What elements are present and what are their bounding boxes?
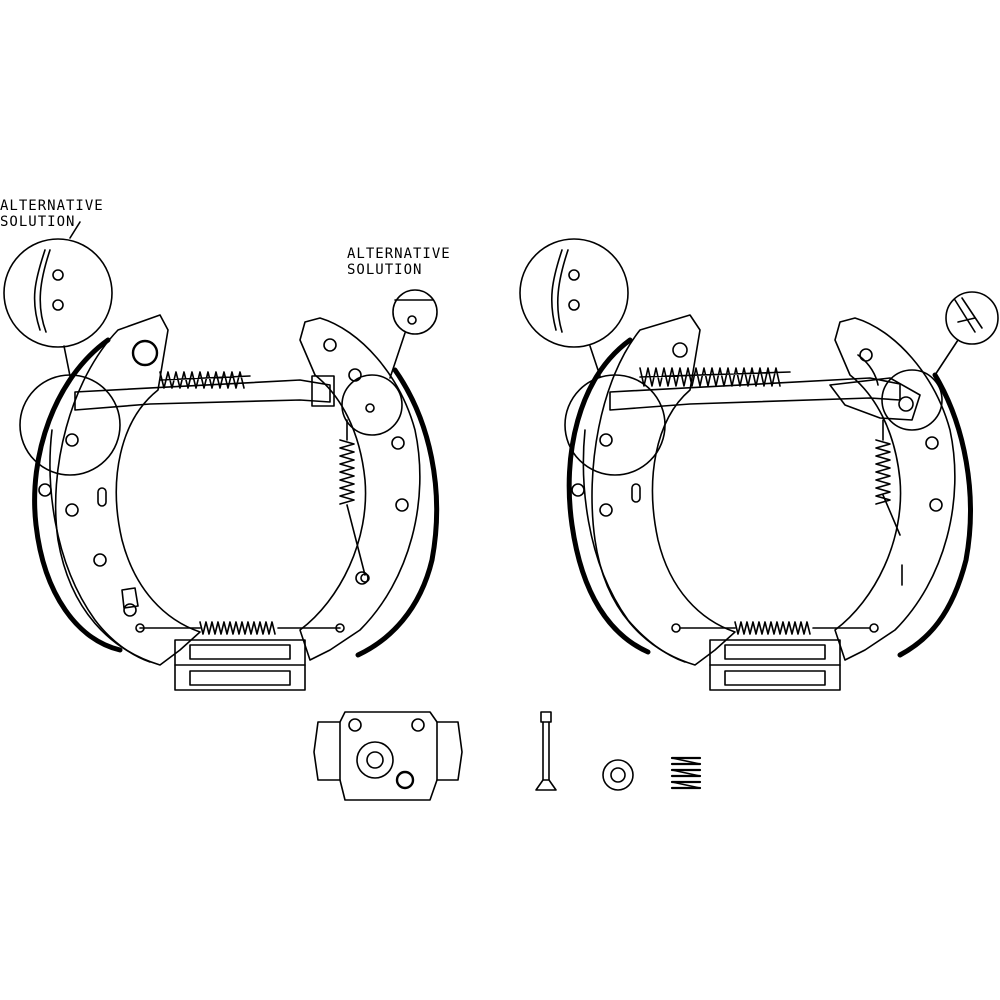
right-shoe-hole	[600, 434, 612, 446]
right-anchor-slot	[725, 671, 825, 685]
right-lining-right	[900, 375, 970, 655]
pin-head	[541, 712, 551, 722]
right-asm-callout-detail	[955, 298, 982, 332]
left-brake-assembly	[4, 222, 437, 690]
callout-label-left-line1: ALTERNATIVE	[0, 198, 104, 214]
left-callout-circle-top	[4, 239, 112, 347]
right-callout-hole	[366, 404, 374, 412]
right-asm-callout-circle-lever	[882, 370, 942, 430]
left-adjuster-strut	[75, 380, 330, 410]
right-spring-end	[672, 624, 680, 632]
hold-down-spring	[672, 758, 700, 788]
left-shoe-hole	[349, 369, 361, 381]
right-asm-callout-hole	[569, 270, 579, 280]
left-shoe-hole	[66, 504, 78, 516]
left-callout-circle-lower	[20, 375, 120, 475]
right-lever-bolt	[899, 397, 913, 411]
right-shoe-inner-rim	[583, 430, 685, 662]
wheel-cylinder-bleeder	[397, 772, 413, 788]
wheel-cylinder-port	[357, 742, 393, 778]
left-spring-end	[136, 624, 144, 632]
right-asm-callout-link	[935, 340, 958, 375]
left-shoe-hole	[396, 499, 408, 511]
right-spring-end	[870, 624, 878, 632]
left-anchor-slot	[190, 645, 290, 659]
left-callout-hole	[53, 300, 63, 310]
right-callout-hole	[408, 316, 416, 324]
right-asm-callout-circle-lower	[565, 375, 665, 475]
left-callout-detail	[35, 250, 50, 332]
right-shoe-hole	[930, 499, 942, 511]
right-shoe-hole	[860, 349, 872, 361]
right-asm-callout-circle-right	[946, 292, 998, 344]
hold-down-cup	[603, 760, 633, 790]
coil-spring-twist	[672, 758, 700, 764]
callout-label-right-line2: SOLUTION	[347, 262, 423, 278]
left-shoe-hole	[124, 604, 136, 616]
wheel-cylinder-body	[314, 712, 462, 800]
wheel-cylinder-port-inner	[367, 752, 383, 768]
wheel-cylinder-bolt	[349, 719, 361, 731]
left-shoe-hole	[356, 572, 368, 584]
right-anchor-slot	[725, 645, 825, 659]
left-shoe-hole	[324, 339, 336, 351]
left-pivot-ring	[133, 341, 157, 365]
right-shoe-hole	[926, 437, 938, 449]
right-shoe-hole	[673, 343, 687, 357]
right-shoe-outer	[592, 315, 735, 665]
left-shoe-hole	[39, 484, 51, 496]
left-callout-link	[64, 346, 70, 376]
callout-label-left-line2: SOLUTION	[0, 214, 76, 230]
left-spring-hook	[361, 574, 369, 582]
right-handbrake-cable	[858, 355, 878, 385]
right-asm-callout-circle-top	[520, 239, 628, 347]
callout-label-left: ALTERNATIVE SOLUTION	[0, 198, 104, 230]
left-lower-spring	[140, 622, 340, 634]
left-shoe-hole	[392, 437, 404, 449]
wheel-cylinder	[314, 712, 462, 800]
coil-spring-twist	[672, 782, 700, 788]
left-shoe-hole	[94, 554, 106, 566]
pin-foot	[536, 780, 556, 790]
wheel-cylinder-bolt	[412, 719, 424, 731]
left-upper-spring	[160, 372, 250, 388]
right-lower-spring	[680, 622, 870, 634]
right-asm-callout-detail	[552, 250, 568, 332]
coil-spring-twist	[672, 770, 700, 776]
right-callout-link	[390, 333, 405, 378]
right-upper-spring	[640, 368, 790, 386]
coil-spring	[672, 758, 700, 788]
right-shoe-right-web	[835, 318, 955, 660]
left-lining-right	[358, 370, 437, 655]
right-asm-callout-hole	[569, 300, 579, 310]
cup-inner	[611, 768, 625, 782]
right-vertical-spring	[876, 420, 900, 535]
left-spring-end	[336, 624, 344, 632]
hold-down-pin	[536, 712, 556, 790]
right-callout-circle-lower	[342, 375, 402, 435]
right-shoe-slot	[632, 484, 640, 502]
left-lining-left	[35, 340, 120, 650]
right-asm-callout-link	[590, 346, 600, 376]
left-shoe-outer	[56, 315, 200, 665]
left-callout-hole	[53, 270, 63, 280]
right-shoe-hole	[600, 504, 612, 516]
cup-outer	[603, 760, 633, 790]
left-lever-tab	[122, 588, 138, 608]
right-handbrake-lever	[830, 378, 920, 420]
left-vertical-spring	[340, 420, 365, 575]
left-anchor-slot	[190, 671, 290, 685]
left-shoe-slot	[98, 488, 106, 506]
left-shoe-right-web	[300, 318, 420, 660]
right-callout-circle	[393, 290, 437, 334]
left-shoe-hole	[66, 434, 78, 446]
right-shoe-hole	[572, 484, 584, 496]
left-callout-leader	[70, 222, 80, 238]
callout-label-right-line1: ALTERNATIVE	[347, 246, 451, 262]
right-lining-left	[569, 340, 648, 652]
left-adjuster-wheel	[312, 376, 334, 406]
right-brake-assembly	[520, 239, 998, 690]
callout-label-right: ALTERNATIVE SOLUTION	[347, 246, 451, 278]
